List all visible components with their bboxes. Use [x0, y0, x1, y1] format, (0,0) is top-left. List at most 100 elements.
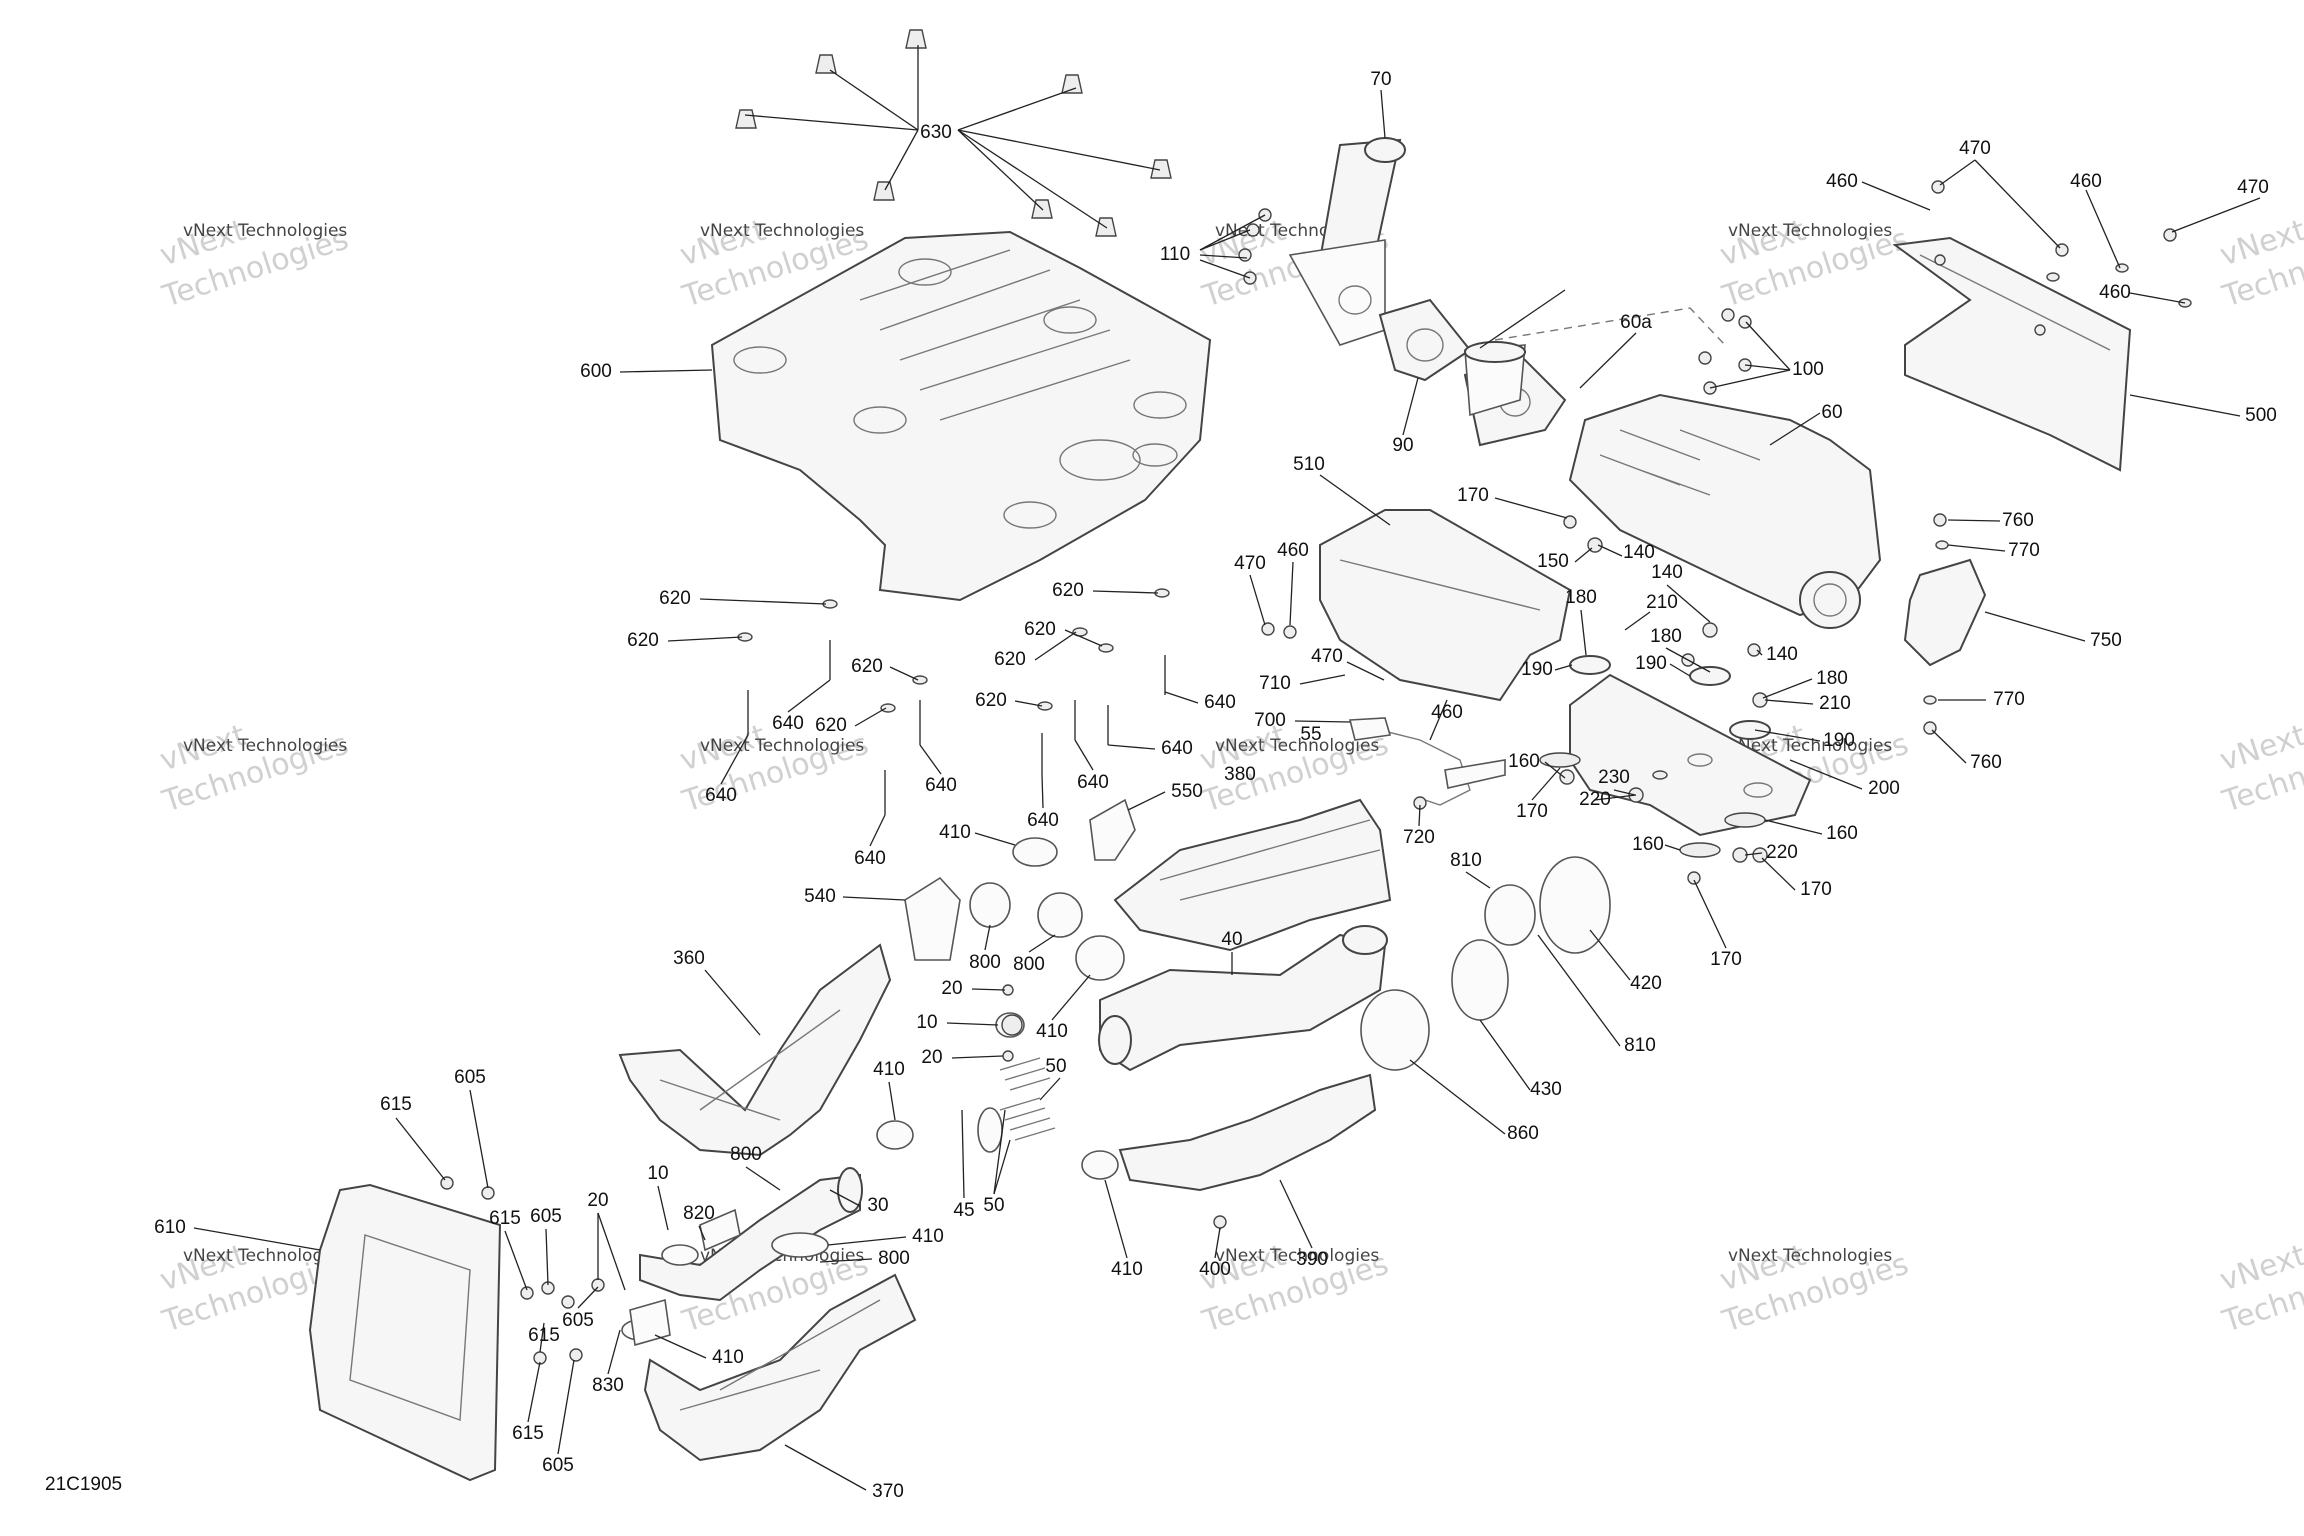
- callout-label: 810: [1624, 1035, 1656, 1056]
- callout-label: 720: [1403, 827, 1435, 848]
- callout-label: 640: [772, 713, 804, 734]
- callout-label: 180: [1650, 626, 1682, 647]
- callout-label: 210: [1646, 592, 1678, 613]
- callout-label: 620: [815, 715, 847, 736]
- callout-label: 640: [705, 785, 737, 806]
- callout-label: 430: [1530, 1079, 1562, 1100]
- callout-label: 470: [1311, 646, 1343, 667]
- callout-label: 370: [872, 1481, 904, 1502]
- callout-label: 60a: [1620, 312, 1652, 333]
- callout-label: 410: [912, 1226, 944, 1247]
- callout-label: 605: [542, 1455, 574, 1476]
- tail-pipe-70: [1288, 137, 1406, 346]
- callout-label: 620: [851, 656, 883, 677]
- callout-label: 220: [1766, 842, 1798, 863]
- svg-text:vNext Technologies: vNext Technologies: [183, 736, 347, 756]
- callout-label: 360: [673, 948, 705, 969]
- svg-text:vNext Technologies: vNext Technologies: [700, 736, 864, 756]
- callout-label: 210: [1819, 693, 1851, 714]
- callout-label: 750: [2090, 630, 2122, 651]
- callout-label: 410: [873, 1059, 905, 1080]
- callout-label: 410: [939, 822, 971, 843]
- shield-360: [618, 943, 892, 1157]
- callout-label: 190: [1521, 659, 1553, 680]
- leader-lines: [193, 45, 2261, 1491]
- callout-label: 610: [154, 1217, 186, 1238]
- callout-label: 100: [1792, 359, 1824, 380]
- callout-label: 50: [1045, 1056, 1066, 1077]
- watermark: vNext Technologies vNext Technologies: [1196, 1238, 1393, 1340]
- callout-label: 620: [659, 588, 691, 609]
- callout-label: 70: [1370, 69, 1391, 90]
- grommets-190: [1569, 655, 1771, 740]
- callout-label: 615: [489, 1208, 521, 1229]
- springs-50: [999, 1057, 1056, 1141]
- callout-label: 605: [530, 1206, 562, 1227]
- callout-label: 190: [1823, 730, 1855, 751]
- svg-text:vNext Technologies: vNext Technologies: [183, 1246, 347, 1266]
- watermark: vNext Technologies vNext Technologies: [1716, 213, 1913, 315]
- callout-label: 470: [2237, 177, 2269, 198]
- callout-label: 400: [1199, 1259, 1231, 1280]
- callout-label: 410: [1111, 1259, 1143, 1280]
- callout-label: 500: [2245, 405, 2277, 426]
- callout-label: 550: [1171, 781, 1203, 802]
- clamps: [621, 837, 1611, 1341]
- watermark: vNext Technologies vNext Technologies: [156, 718, 353, 820]
- callout-label: 640: [1027, 810, 1059, 831]
- callout-label: 190: [1635, 653, 1667, 674]
- callout-label: 800: [1013, 954, 1045, 975]
- callout-label: 860: [1507, 1123, 1539, 1144]
- callout-label: 40: [1221, 929, 1242, 950]
- watermark: vNext Technologies: [2216, 213, 2304, 315]
- parts: [308, 29, 2192, 1482]
- diagram-code: 21C1905: [45, 1474, 122, 1495]
- callout-label: 615: [380, 1094, 412, 1115]
- muffler-60: [1568, 393, 1882, 629]
- callout-label: 390: [1296, 1249, 1328, 1270]
- svg-text:vNext Technologies: vNext Technologies: [1215, 1246, 1379, 1266]
- callout-label: 510: [1293, 454, 1325, 475]
- callout-label: 760: [1970, 752, 2002, 773]
- callout-label: 630: [920, 122, 952, 143]
- shield-390: [1118, 1073, 1377, 1192]
- callout-label: 605: [454, 1067, 486, 1088]
- small-shields: [629, 798, 1136, 1347]
- callout-label: 150: [1537, 551, 1569, 572]
- callout-label: 800: [730, 1144, 762, 1165]
- callout-label: 620: [994, 649, 1026, 670]
- callout-label: 640: [925, 775, 957, 796]
- callout-label: 615: [512, 1423, 544, 1444]
- watermark: vNext Technologies: [2216, 1238, 2304, 1340]
- callout-label: 810: [1450, 850, 1482, 871]
- callout-label: 410: [1036, 1021, 1068, 1042]
- exhaust-pipe-30: [639, 1167, 863, 1302]
- callout-label: 420: [1630, 973, 1662, 994]
- callout-label: 820: [683, 1203, 715, 1224]
- svg-text:vNext Technologies: vNext Technologies: [1728, 736, 1892, 756]
- oxygen-sensor-700: [1348, 717, 1506, 806]
- callout-label: 640: [1204, 692, 1236, 713]
- callout-label: 700: [1254, 710, 1286, 731]
- heat-shield-500: [1892, 236, 2132, 472]
- flange-60a: [1463, 341, 1567, 447]
- callout-label: 170: [1457, 485, 1489, 506]
- callout-label: 710: [1259, 673, 1291, 694]
- gasket-90: [1378, 298, 1472, 382]
- callout-label: 770: [1993, 689, 2025, 710]
- exhaust-pipe-40: [1098, 925, 1388, 1072]
- heat-shield-750: [1903, 558, 1987, 667]
- callout-label: 640: [1077, 772, 1109, 793]
- callout-label: 620: [975, 690, 1007, 711]
- callout-label: 160: [1508, 751, 1540, 772]
- callout-label: 605: [562, 1310, 594, 1331]
- callout-label: 180: [1816, 668, 1848, 689]
- callout-label: 20: [587, 1190, 608, 1211]
- shield-380: [1113, 798, 1392, 952]
- small-hardware: [440, 180, 2192, 1365]
- svg-text:vNext Technologies: vNext Technologies: [1728, 221, 1892, 241]
- callout-label: 30: [867, 1195, 888, 1216]
- svg-text:vNext Technologies: vNext Technologies: [1728, 1246, 1892, 1266]
